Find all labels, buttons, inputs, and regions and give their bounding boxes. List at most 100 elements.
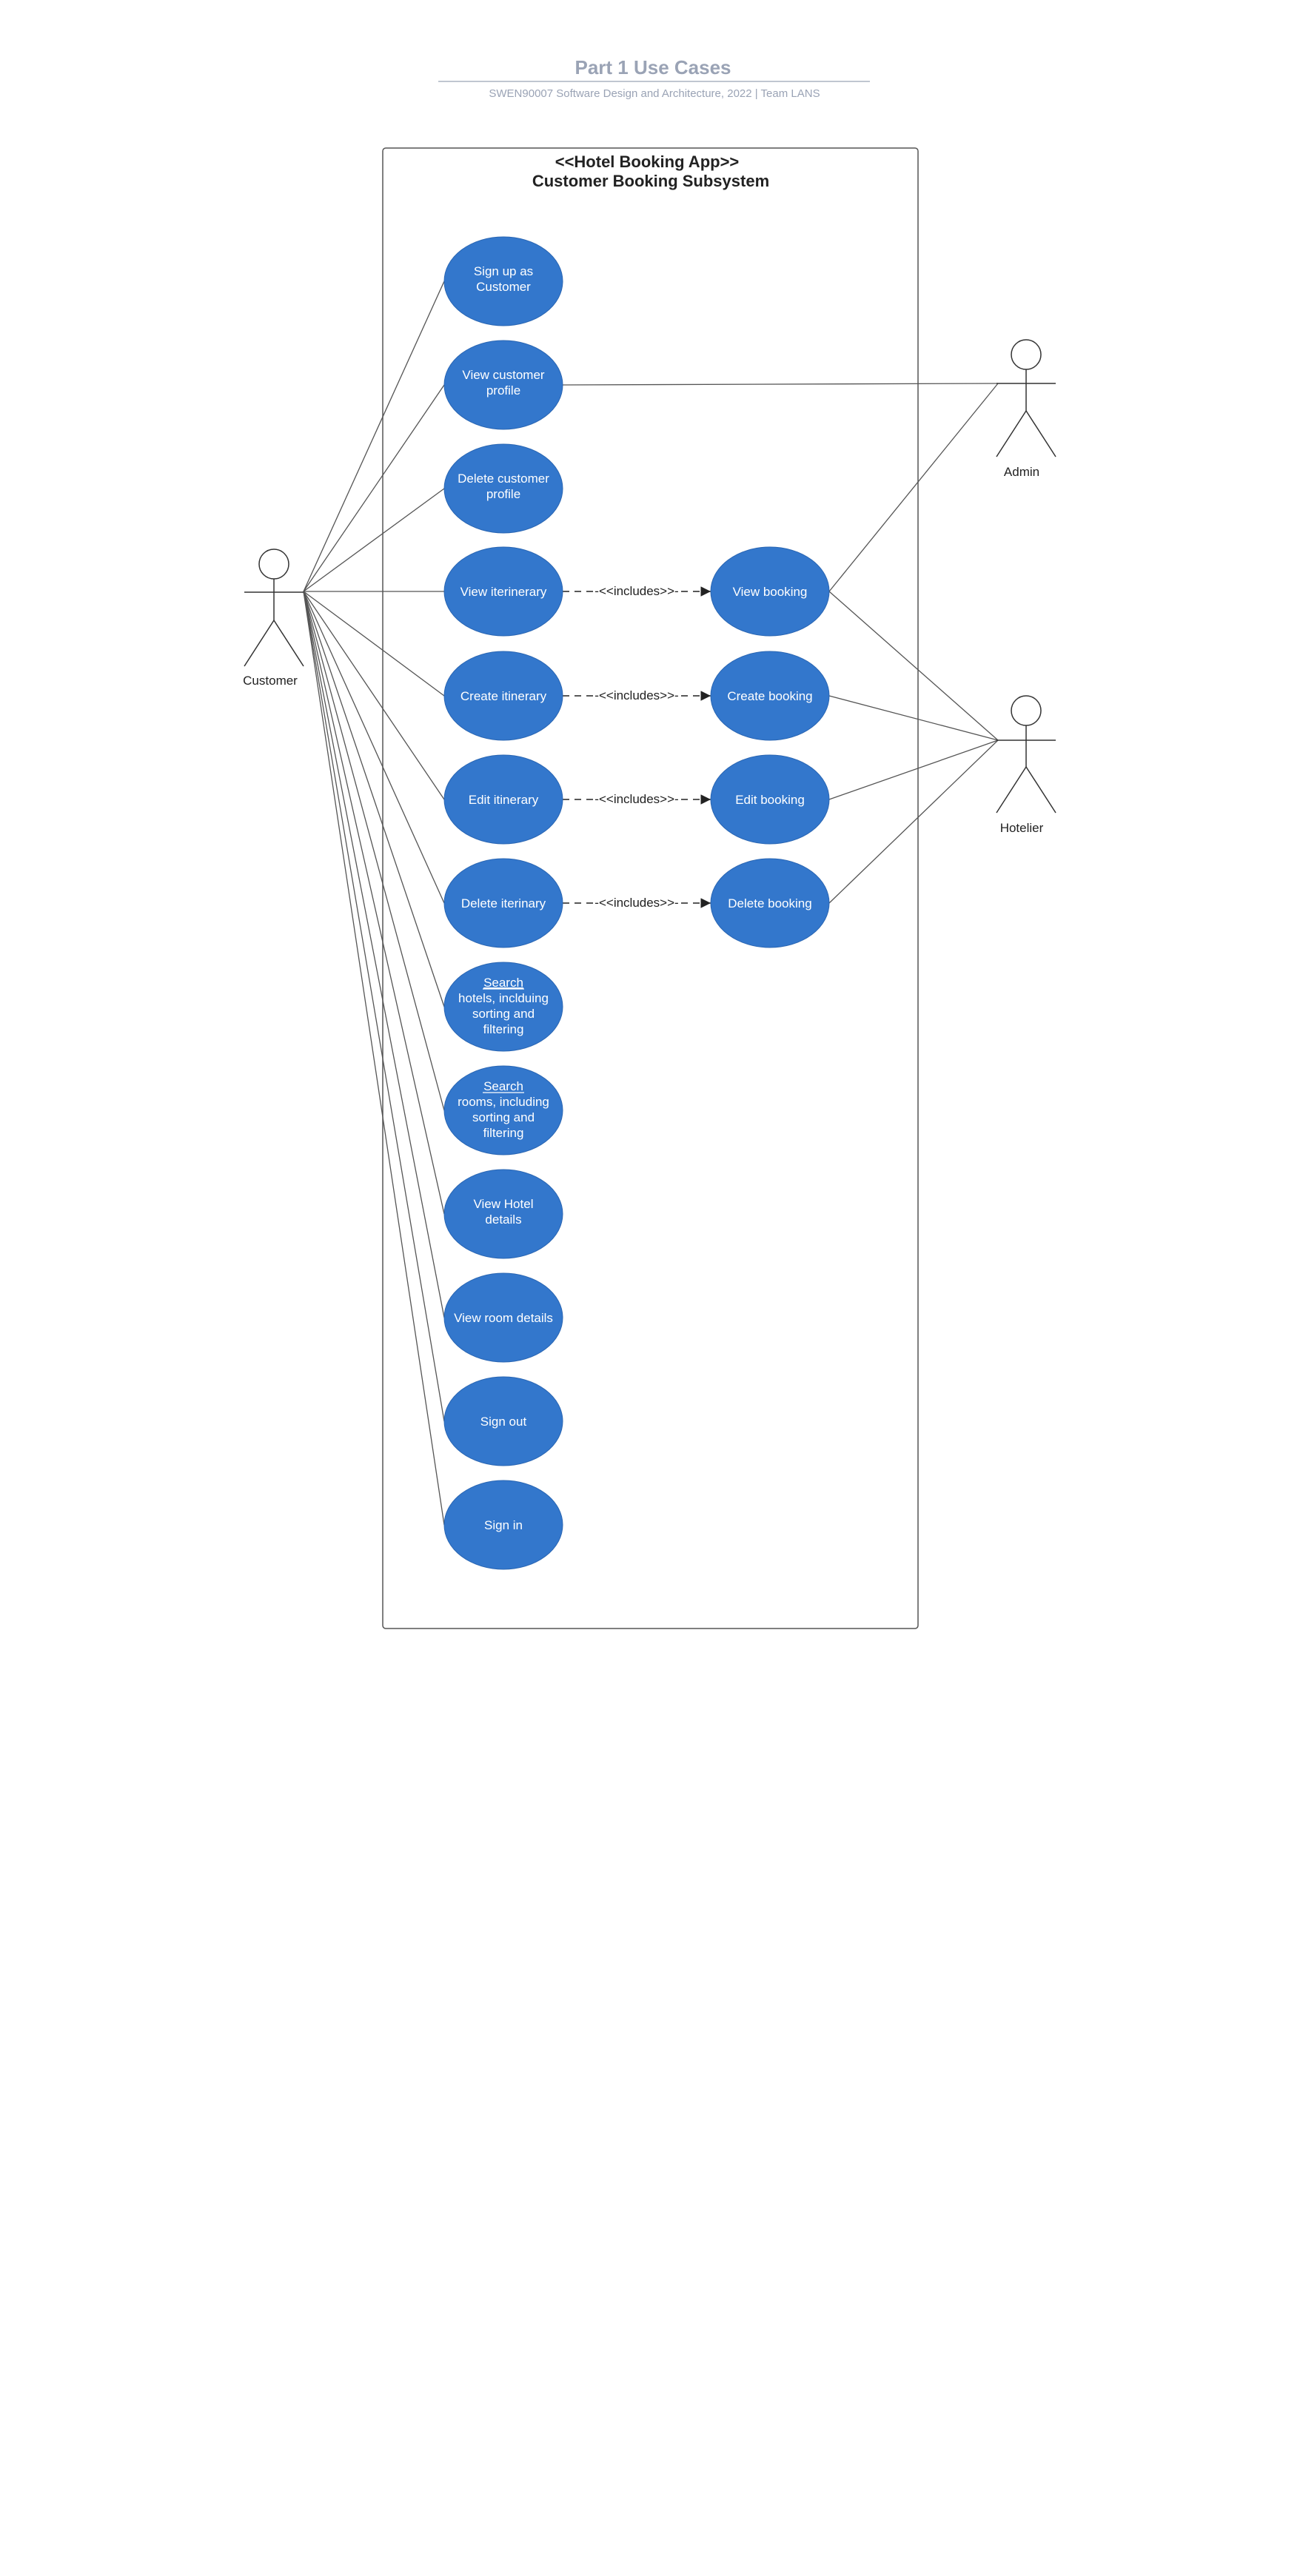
- assoc-hotelier-delete-booking: [828, 739, 999, 904]
- use-case-ellipse[interactable]: [443, 1272, 563, 1363]
- actor-head: [258, 549, 289, 580]
- use-case-ellipse[interactable]: [443, 546, 563, 637]
- use-case-label: Sign up as: [474, 264, 533, 278]
- use-case-label: Search: [483, 1079, 523, 1093]
- include-label-bg: [595, 893, 678, 911]
- use-case-label: Create itinerary: [460, 689, 547, 703]
- use-case-create-itinerary[interactable]: Create itinerary: [443, 651, 563, 741]
- use-case-label: View Hotel: [474, 1197, 534, 1211]
- use-case-ellipse[interactable]: [443, 651, 563, 741]
- staff-associations: [562, 383, 999, 904]
- use-case-label: Edit itinerary: [469, 793, 539, 807]
- use-case-label: details: [485, 1212, 521, 1227]
- actor-leg-right: [273, 620, 304, 667]
- include-label-view: -<<includes>>-: [594, 584, 678, 598]
- actor-head: [1011, 695, 1042, 726]
- actor-leg-left: [244, 620, 275, 667]
- use-case-search-rooms[interactable]: Search rooms, including sorting and filt…: [443, 1065, 563, 1155]
- use-case-label: rooms, including: [458, 1095, 549, 1109]
- assoc-view-room: [303, 591, 445, 1318]
- use-case-ellipse[interactable]: [710, 754, 830, 845]
- assoc-hotelier-view-booking: [828, 591, 999, 741]
- use-case-ellipse[interactable]: [443, 858, 563, 948]
- assoc-search-hotels: [303, 591, 445, 1007]
- system-boundary: [382, 147, 919, 1629]
- use-case-label: hotels, inclduing: [458, 991, 549, 1005]
- use-case-sign-out[interactable]: Sign out: [443, 1376, 563, 1466]
- use-case-label: profile: [486, 487, 520, 501]
- assoc-delete-profile: [303, 488, 445, 592]
- use-case-label: Customer: [476, 280, 531, 294]
- assoc-sign-up: [303, 281, 445, 592]
- use-case-sign-in[interactable]: Sign in: [443, 1480, 563, 1570]
- assoc-sign-out: [303, 591, 445, 1422]
- use-case-ellipse[interactable]: [443, 1376, 563, 1466]
- use-case-label: Create booking: [727, 689, 812, 703]
- actor-label-customer: Customer: [243, 674, 298, 688]
- use-case-create-booking[interactable]: Create booking: [710, 651, 830, 741]
- use-case-search-hotels[interactable]: Search hotels, inclduing sorting and fil…: [443, 962, 563, 1052]
- include-label-create: -<<includes>>-: [594, 688, 678, 702]
- actor-hotelier[interactable]: Hotelier: [996, 695, 1056, 835]
- use-case-delete-booking[interactable]: Delete booking: [710, 858, 830, 948]
- use-case-label: filtering: [483, 1126, 524, 1140]
- use-case-label: View iterinerary: [460, 585, 547, 599]
- actor-customer[interactable]: Customer: [243, 549, 304, 688]
- use-case-edit-itinerary[interactable]: Edit itinerary: [443, 754, 563, 845]
- use-case-view-hotel-details[interactable]: View Hotel details: [443, 1169, 563, 1259]
- use-case-label: Delete customer: [458, 472, 549, 486]
- use-case-view-customer-profile[interactable]: View customer profile: [443, 340, 563, 430]
- assoc-admin-view-booking: [828, 383, 999, 592]
- use-case-ellipse[interactable]: [443, 1480, 563, 1570]
- use-case-ellipse[interactable]: [443, 1065, 563, 1155]
- use-case-ellipse[interactable]: [443, 1169, 563, 1259]
- customer-associations: [303, 281, 445, 1526]
- use-case-view-room-details[interactable]: View room details: [443, 1272, 563, 1363]
- use-case-label: sorting and: [472, 1007, 535, 1021]
- use-case-view-itinerary[interactable]: View iterinerary: [443, 546, 563, 637]
- assoc-create-itinerary: [303, 591, 445, 697]
- actor-leg-right: [1025, 766, 1056, 814]
- use-case-ellipse[interactable]: [443, 236, 563, 326]
- use-case-label: sorting and: [472, 1110, 535, 1124]
- actor-label-hotelier: Hotelier: [1000, 821, 1044, 835]
- use-case-edit-booking[interactable]: Edit booking: [710, 754, 830, 845]
- use-case-ellipse[interactable]: [443, 754, 563, 845]
- use-case-ellipse[interactable]: [443, 443, 563, 534]
- use-case-ellipse[interactable]: [443, 340, 563, 430]
- actor-leg-right: [1025, 410, 1056, 457]
- actor-label-admin: Admin: [1004, 465, 1039, 479]
- include-label-bg: [595, 686, 678, 704]
- include-label-bg: [595, 582, 678, 600]
- include-label-edit: -<<includes>>-: [594, 792, 678, 806]
- system-name: Customer Booking Subsystem: [532, 172, 769, 190]
- page-subtitle: SWEN90007 Software Design and Architectu…: [489, 87, 820, 100]
- use-case-label: View booking: [733, 585, 808, 599]
- use-case-ellipse[interactable]: [710, 858, 830, 948]
- use-case-ellipse[interactable]: [710, 546, 830, 637]
- use-case-delete-customer-profile[interactable]: Delete customer profile: [443, 443, 563, 534]
- use-case-label: Delete iterinary: [461, 896, 546, 910]
- use-case-delete-itinerary[interactable]: Delete iterinary: [443, 858, 563, 948]
- use-case-sign-up[interactable]: Sign up as Customer: [443, 236, 563, 326]
- assoc-sign-in: [303, 591, 445, 1526]
- include-label-bg: [595, 790, 678, 808]
- use-case-ellipse[interactable]: [443, 962, 563, 1052]
- assoc-admin-view-profile: [562, 383, 999, 386]
- use-case-label: Search: [483, 976, 523, 990]
- use-case-view-booking[interactable]: View booking: [710, 546, 830, 637]
- include-label-delete: -<<includes>>-: [594, 896, 678, 910]
- use-case-label: profile: [486, 383, 520, 398]
- page-title: Part 1 Use Cases: [575, 56, 731, 78]
- actor-head: [1011, 339, 1042, 370]
- includes-relations: -<<includes>>- -<<includes>>- -<<include…: [563, 582, 711, 911]
- use-case-label: filtering: [483, 1022, 524, 1036]
- actor-admin[interactable]: Admin: [996, 339, 1056, 479]
- use-case-label: Delete booking: [728, 896, 811, 910]
- use-case-ellipse[interactable]: [710, 651, 830, 741]
- use-case-label: View customer: [462, 368, 545, 382]
- assoc-hotelier-edit-booking: [828, 739, 999, 800]
- actor-leg-left: [996, 766, 1027, 814]
- assoc-edit-itinerary: [303, 591, 445, 800]
